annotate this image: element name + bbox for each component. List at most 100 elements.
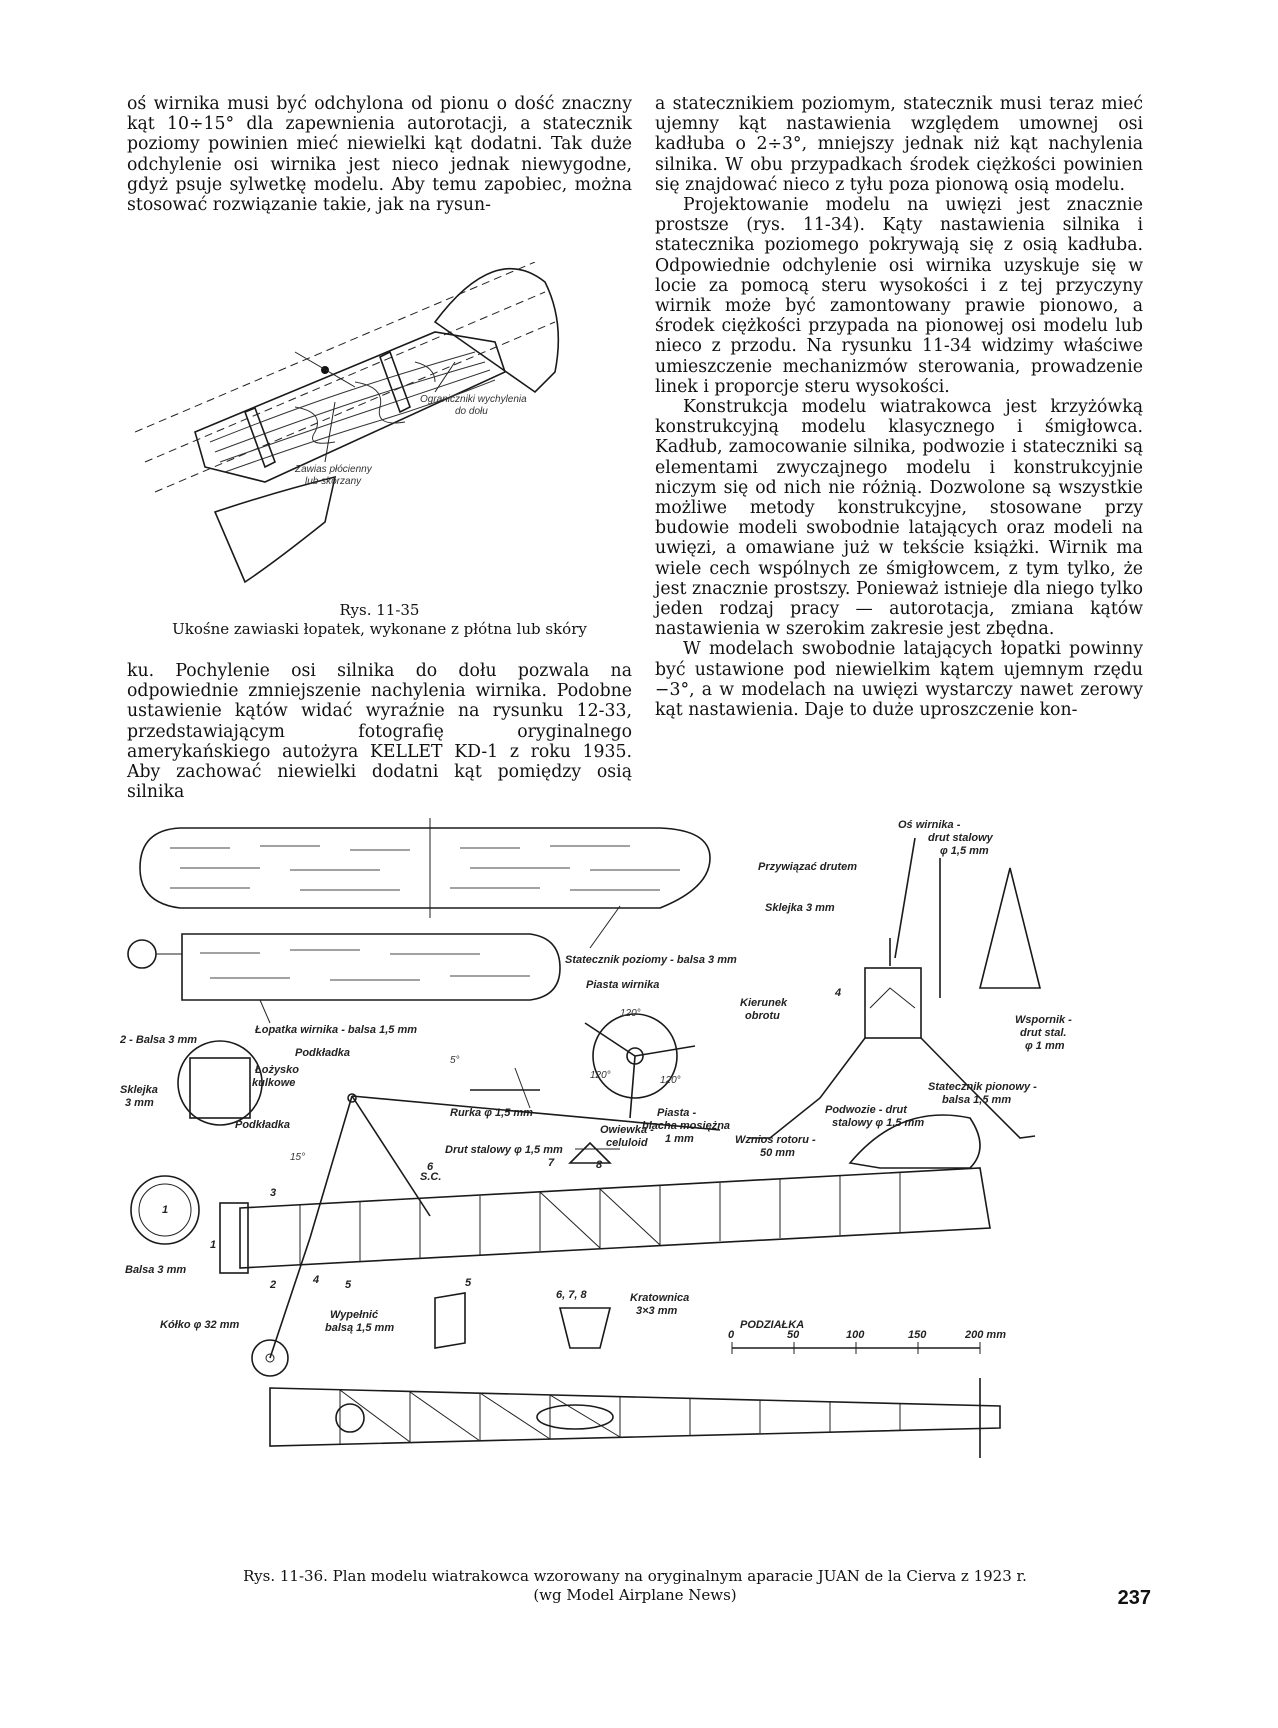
label-tube: Rurka φ 1,5 mm — [450, 1107, 533, 1119]
ring-frame — [130, 1175, 200, 1245]
scale-tick-0: 0 — [728, 1329, 735, 1341]
top-truss — [339, 1389, 901, 1444]
page-number: 237 — [1117, 1587, 1151, 1609]
paragraph: ku. Pochylenie osi silnika do dołu pozwa… — [127, 661, 632, 803]
label-support-2: drut stal. — [1020, 1027, 1066, 1039]
leader-line — [589, 905, 621, 949]
canopy — [568, 1141, 612, 1164]
label-15deg: 15° — [290, 1152, 305, 1163]
leader-line — [259, 999, 271, 1024]
label-ring-1: 1 — [162, 1204, 168, 1216]
lower-blade-outline — [213, 475, 337, 584]
label-balsa3b: Balsa 3 mm — [125, 1264, 186, 1276]
label-truss-2: 3×3 mm — [636, 1305, 677, 1317]
fuselage-top — [269, 1387, 1001, 1447]
label-4b: 4 — [312, 1274, 319, 1286]
engine-mount-block — [189, 1057, 251, 1119]
label-2: 2 — [269, 1279, 276, 1291]
label-678: 6, 7, 8 — [556, 1289, 587, 1301]
label-gear-2: stalowy φ 1,5 mm — [832, 1117, 924, 1129]
blade-side-view — [351, 1095, 721, 1131]
label-washer: Podkładka — [295, 1047, 350, 1059]
label-rotor-axis-2: drut stalowy — [928, 832, 994, 844]
label-stab-horizontal: Statecznik poziomy - balsa 3 mm — [565, 954, 737, 966]
truss-members — [299, 1173, 901, 1265]
label-scale-title: PODZIAŁKA — [740, 1319, 804, 1331]
figure-11-36: Statecznik poziomy - balsa 3 mm Łopatka … — [120, 818, 1072, 1458]
axis-line — [294, 351, 356, 388]
figure-11-36-caption: Rys. 11-36. Plan modelu wiatrakowca wzor… — [127, 1567, 1143, 1605]
wheel — [251, 1339, 289, 1377]
label-bearing-1: Łożysko — [254, 1064, 299, 1076]
label-120c: 120° — [660, 1075, 681, 1086]
bearing — [347, 1093, 357, 1103]
ring-inner — [138, 1183, 192, 1237]
top-view-hub — [335, 1403, 365, 1433]
scale-tick-150: 150 — [908, 1329, 927, 1341]
dashed-guide-line — [144, 291, 546, 463]
caption-title: Rys. 11-35 — [339, 601, 420, 619]
blade-root-circle — [127, 939, 157, 969]
label-rotor-axis-1: Oś wirnika - — [898, 819, 961, 831]
label-limiter: Ograniczniki wychylenia — [420, 394, 527, 405]
dashed-guide-line — [135, 262, 536, 433]
figure-11-35: Ograniczniki wychylenia do dołu Zawias p… — [135, 262, 560, 584]
caption-text: Ukośne zawiaski łopatek, wykonane z płót… — [172, 620, 587, 638]
label-blade: Łopatka wirnika - balsa 1,5 mm — [254, 1024, 417, 1036]
bulkhead-5 — [434, 1292, 466, 1349]
rotor-blade — [181, 933, 561, 1001]
tube-line — [514, 1067, 531, 1109]
label-tie-wire: Przywiązać drutem — [758, 861, 857, 873]
paragraph: Konstrukcja modelu wiatrakowca jest krzy… — [655, 397, 1143, 640]
scale-ticks — [731, 1342, 981, 1354]
paragraph: oś wirnika musi być odchylona od pionu o… — [127, 94, 632, 216]
leader-line — [324, 401, 336, 463]
left-column-top-text: oś wirnika musi być odchylona od pionu o… — [127, 94, 632, 215]
scale-tick-100: 100 — [846, 1329, 865, 1341]
top-view-canopy — [536, 1404, 614, 1430]
label-support-1: Wspornik - — [1015, 1014, 1072, 1026]
rotor-mast-brace — [351, 1095, 431, 1217]
bulkhead-678 — [558, 1307, 612, 1349]
label-canopy-1: Owiewka - — [600, 1124, 654, 1136]
vertical-stabilizer — [848, 1114, 981, 1169]
fuselage-side — [239, 1167, 991, 1269]
wooden-hub-beam — [194, 331, 506, 483]
label-3: 3 — [270, 1187, 276, 1199]
horizontal-stabilizer — [139, 827, 711, 909]
label-fill-2: balsą 1,5 mm — [325, 1322, 394, 1334]
label-hub: Piasta wirnika — [586, 979, 659, 991]
dashed-guide-line — [154, 321, 556, 493]
label-steel-wire: Drut stalowy φ 1,5 mm — [445, 1144, 563, 1156]
gear-strut — [269, 1237, 311, 1359]
caption-line-1: Rys. 11-36. Plan modelu wiatrakowca wzor… — [243, 1567, 1027, 1585]
landing-gear-left — [750, 1037, 866, 1139]
label-washer2: Podkładka — [235, 1119, 290, 1131]
scale-tick-50: 50 — [787, 1329, 800, 1341]
label-120a: 120° — [620, 1008, 641, 1019]
label-5: 5 — [465, 1277, 472, 1289]
label-bearing-2: kulkowe — [252, 1077, 295, 1089]
label-rise-2: 50 mm — [760, 1147, 795, 1159]
label-limiter-2: do dołu — [455, 406, 488, 417]
hub-block — [864, 967, 922, 1039]
label-truss-1: Kratownica — [630, 1292, 689, 1304]
engine-mount-circle — [177, 1040, 263, 1126]
left-column-bottom-text: ku. Pochylenie osi silnika do dołu pozwa… — [127, 661, 632, 802]
leader-line — [434, 361, 456, 393]
label-4: 4 — [834, 987, 841, 999]
blade-grain — [200, 949, 530, 981]
label-sc: S.C. — [420, 1171, 441, 1183]
caption-line-2: (wg Model Airplane News) — [533, 1586, 737, 1604]
paragraph: Projektowanie modelu na uwięzi jest znac… — [655, 195, 1143, 397]
paragraph: a statecznikiem poziomym, statecznik mus… — [655, 94, 1143, 195]
label-plywood: Sklejka 3 mm — [765, 902, 835, 914]
label-hinge-2: lub skórzany — [305, 476, 362, 487]
label-direction-1: Kierunek — [740, 997, 788, 1009]
label-plywood-a: Sklejka — [120, 1084, 158, 1096]
hub-block-detail — [869, 987, 916, 1009]
label-balsa3: 2 - Balsa 3 mm — [120, 1034, 197, 1046]
label-canopy-2: celuloid — [606, 1137, 648, 1149]
hub-arm — [629, 1055, 636, 1119]
rotor-mast — [309, 1095, 353, 1239]
